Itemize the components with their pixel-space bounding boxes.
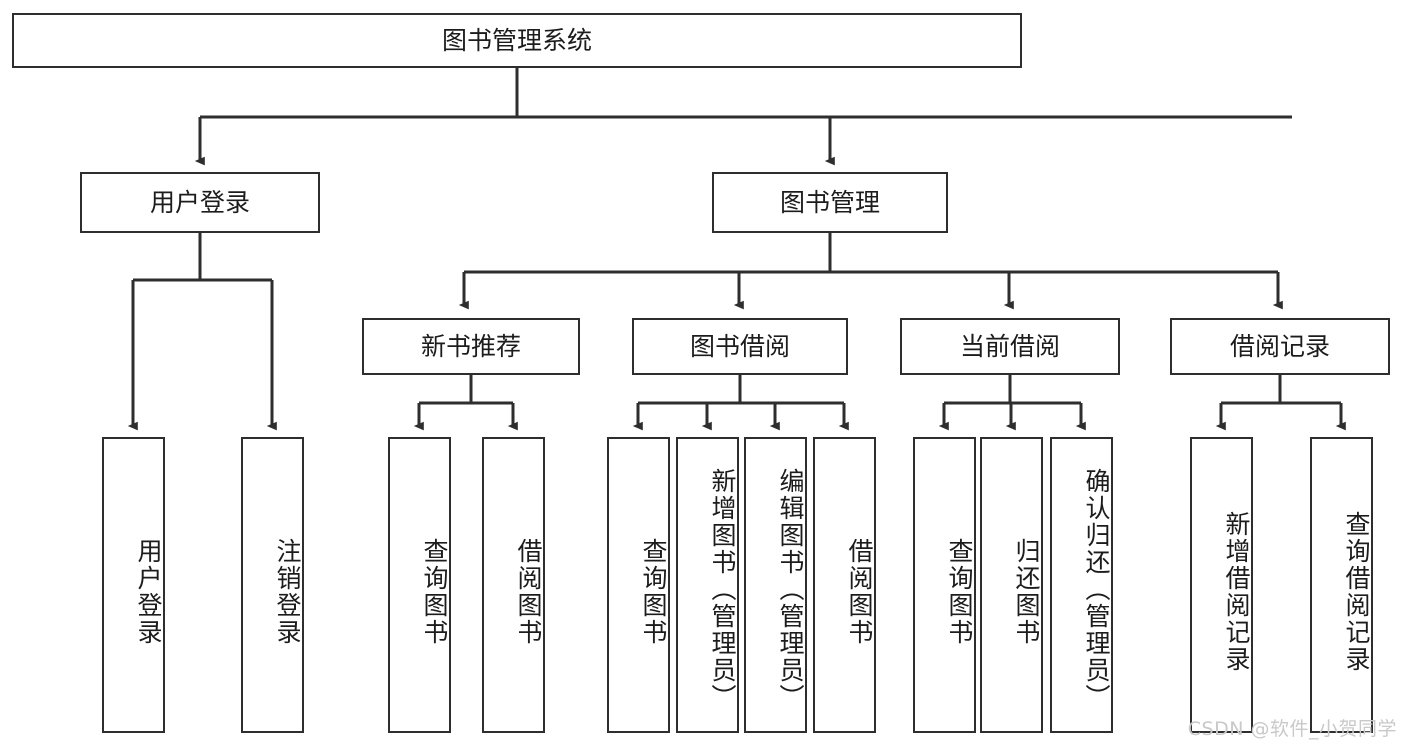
leaf-add-book-admin[interactable]: 新增图书（管理员） [676,437,739,733]
leaf-return-book[interactable]: 归还图书 [980,437,1043,733]
node-new-book-recommendation[interactable]: 新书推荐 [362,318,580,375]
node-current-borrowing[interactable]: 当前借阅 [900,318,1120,375]
leaf-user-login[interactable]: 用户登录 [102,437,165,733]
leaf-confirm-return-admin[interactable]: 确认归还（管理员） [1050,437,1113,733]
node-book-management[interactable]: 图书管理 [712,172,948,233]
leaf-query-book-current[interactable]: 查询图书 [913,437,976,733]
leaf-query-book-recommendation[interactable]: 查询图书 [388,437,451,733]
csdn-watermark: CSDN @软件_小贺同学 [1187,718,1397,740]
node-borrowing-record[interactable]: 借阅记录 [1170,318,1390,375]
leaf-add-borrowing-record[interactable]: 新增借阅记录 [1190,437,1253,733]
leaf-query-borrowing-record[interactable]: 查询借阅记录 [1310,437,1373,733]
leaf-borrow-book-recommendation[interactable]: 借阅图书 [482,437,545,733]
leaf-edit-book-admin[interactable]: 编辑图书（管理员） [744,437,807,733]
node-root-book-management-system[interactable]: 图书管理系统 [12,13,1022,68]
leaf-borrow-book-borrowing[interactable]: 借阅图书 [813,437,876,733]
leaf-logout[interactable]: 注销登录 [241,437,304,733]
node-book-borrowing[interactable]: 图书借阅 [632,318,848,375]
node-user-login[interactable]: 用户登录 [80,172,320,233]
leaf-query-book-borrowing[interactable]: 查询图书 [607,437,670,733]
